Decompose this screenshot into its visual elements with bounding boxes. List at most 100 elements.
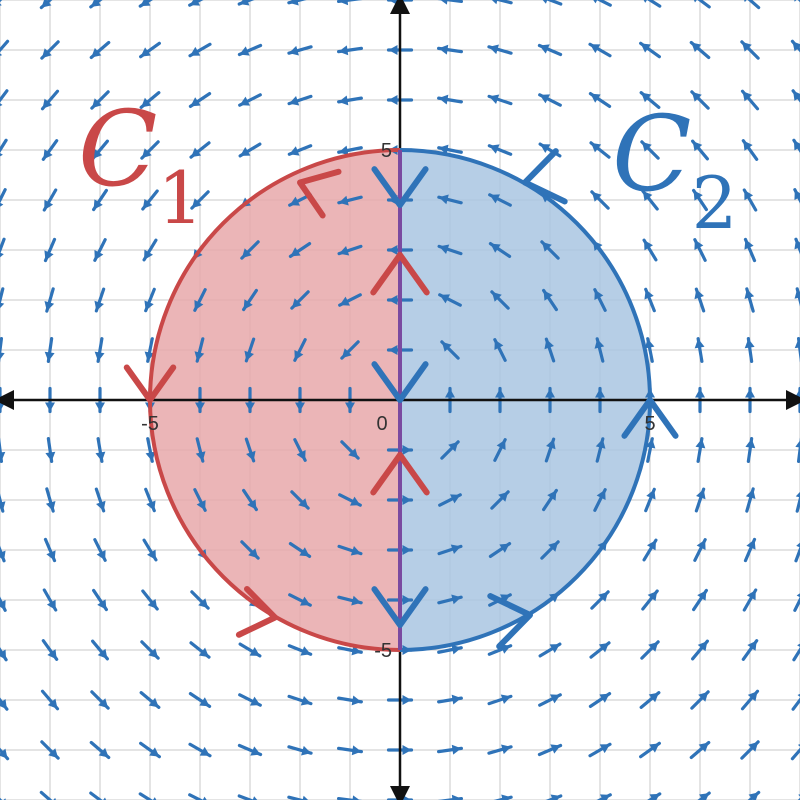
- field-arrow-head: [744, 190, 754, 201]
- field-arrow: [139, 41, 161, 59]
- c2-chevron-edge-upper: [371, 166, 429, 208]
- field-arrow: [490, 490, 510, 510]
- field-arrow-head: [795, 440, 800, 448]
- field-arrow: [642, 538, 658, 562]
- c2-chevron-edge-middle: [371, 361, 429, 403]
- field-arrow: [437, 94, 463, 105]
- field-arrow: [41, 139, 59, 161]
- field-arrow: [542, 0, 563, 6]
- field-arrow-head: [339, 296, 350, 306]
- field-arrow: [188, 92, 212, 108]
- field-arrow-head: [438, 44, 449, 55]
- field-arrow-head: [148, 697, 159, 708]
- field-arrow-head: [490, 243, 501, 253]
- field-arrow: [794, 0, 800, 3]
- x-tick-label: 0: [376, 413, 387, 435]
- field-arrow-head: [0, 53, 3, 56]
- field-arrow: [792, 138, 800, 154]
- field-arrow-head: [590, 93, 601, 103]
- field-arrow-head: [98, 747, 109, 758]
- field-arrow-head: [202, 796, 207, 800]
- field-arrow-head: [543, 290, 553, 301]
- field-arrow: [594, 337, 605, 363]
- field-arrow: [338, 493, 362, 507]
- field-arrow: [691, 139, 709, 161]
- field-arrow-shaft: [237, 794, 255, 800]
- y-tick-label: -5: [374, 640, 392, 662]
- field-arrow: [589, 641, 611, 659]
- field-arrow-head: [241, 248, 252, 259]
- field-arrow: [139, 91, 161, 109]
- field-arrow: [694, 287, 706, 313]
- field-arrow: [39, 790, 56, 800]
- field-arrow-head: [43, 149, 53, 160]
- field-arrow: [596, 793, 612, 800]
- field-arrow-head: [94, 300, 104, 311]
- field-arrow: [287, 0, 307, 6]
- field-arrow-head: [146, 549, 156, 560]
- field-arrow-shaft: [0, 138, 8, 154]
- field-arrow: [188, 692, 212, 708]
- field-arrow: [744, 337, 755, 363]
- field-arrow-head: [692, 141, 703, 152]
- field-arrow-head: [697, 590, 707, 601]
- c2-label-subscript: 2: [692, 161, 738, 245]
- field-arrow-head: [598, 591, 609, 602]
- field-arrow-head: [91, 98, 102, 109]
- c2-chevron-bottom: [487, 593, 533, 650]
- field-arrow-head: [45, 402, 55, 412]
- field-arrow: [237, 43, 263, 57]
- field-arrow-shaft: [437, 0, 464, 4]
- field-arrow: [742, 188, 758, 212]
- field-arrow: [89, 40, 111, 60]
- field-arrow-head: [794, 239, 800, 250]
- field-arrow: [487, 44, 513, 55]
- field-arrow: [437, 44, 463, 55]
- field-arrow-head: [550, 794, 561, 800]
- field-arrow-head: [539, 44, 550, 54]
- field-arrow-head: [647, 591, 658, 602]
- c2-label-name: C: [612, 93, 692, 215]
- field-arrow-head: [591, 191, 602, 202]
- field-arrow-head: [44, 250, 54, 261]
- field-arrow: [745, 437, 756, 463]
- field-arrow: [141, 189, 159, 211]
- field-arrow-head: [743, 140, 753, 151]
- field-arrow-head: [792, 41, 800, 52]
- field-arrow: [437, 544, 463, 556]
- field-arrow-head: [489, 194, 500, 204]
- field-arrow-head: [96, 500, 106, 511]
- field-arrow-shaft: [646, 0, 662, 8]
- field-arrow: [487, 694, 513, 706]
- field-arrow-head: [599, 693, 610, 703]
- field-arrow: [194, 337, 205, 363]
- field-arrow: [588, 742, 612, 758]
- field-arrow: [694, 487, 706, 513]
- field-arrow: [337, 645, 363, 656]
- field-arrow-head: [291, 298, 302, 309]
- field-arrow: [588, 92, 612, 108]
- field-arrow: [588, 42, 612, 58]
- field-arrow-head: [298, 498, 309, 509]
- field-arrow-head: [594, 289, 604, 300]
- field-arrow: [440, 340, 460, 360]
- field-arrow-head: [451, 594, 462, 605]
- field-arrow: [290, 490, 310, 510]
- field-arrow: [545, 794, 563, 800]
- field-arrow-head: [0, 748, 8, 759]
- field-arrow: [193, 488, 207, 512]
- c1-label-subscript: 1: [158, 156, 204, 240]
- field-arrow-shaft: [89, 791, 103, 800]
- field-arrow-head: [199, 697, 210, 707]
- c1-chevron-edge-lower: [370, 452, 430, 496]
- field-arrow-shaft: [596, 0, 612, 7]
- field-arrow-head: [239, 96, 250, 106]
- field-arrow-head: [794, 338, 800, 349]
- field-arrow-head: [649, 793, 660, 800]
- field-arrow: [93, 238, 107, 262]
- field-arrow: [144, 337, 155, 363]
- field-arrow-head: [147, 598, 158, 609]
- field-arrow: [790, 39, 800, 53]
- field-arrow: [437, 794, 464, 800]
- field-arrow-shaft: [0, 89, 9, 103]
